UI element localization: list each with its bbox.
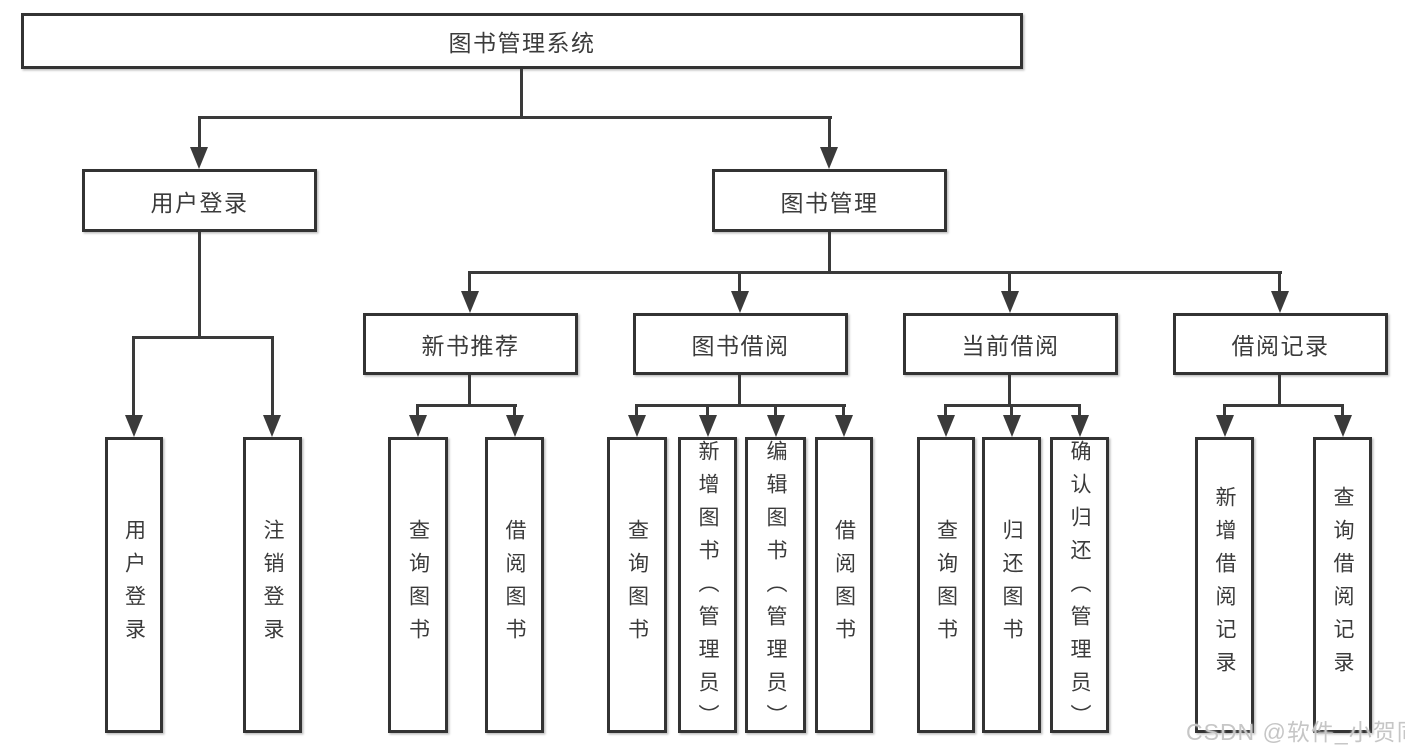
leaf-borrow-query-books: 查询图书 xyxy=(607,437,667,733)
arrowhead xyxy=(1216,415,1234,437)
connector-line xyxy=(1341,404,1344,418)
arrowhead xyxy=(409,415,427,437)
arrowhead xyxy=(628,415,646,437)
leaf-record-query-record: 查询借阅记录 xyxy=(1313,437,1372,733)
leaf-borrow-edit-books-admin: 编辑图书（管理员） xyxy=(745,437,806,737)
leaf-newbook-query-books-label: 查询图书 xyxy=(406,519,430,651)
leaf-current-query-books: 查询图书 xyxy=(917,437,975,733)
leaf-record-add-record-label: 新增借阅记录 xyxy=(1213,486,1236,684)
leaf-newbook-query-books: 查询图书 xyxy=(388,437,448,733)
node-current-borrow: 当前借阅 xyxy=(903,313,1118,375)
connector-line xyxy=(198,232,201,338)
leaf-borrow-add-books-admin-label: 新增图书（管理员） xyxy=(696,440,719,737)
connector-line xyxy=(842,404,845,418)
arrowhead xyxy=(190,147,208,169)
node-new-book-recommend-label: 新书推荐 xyxy=(421,333,520,359)
leaf-user-login-label: 用户登录 xyxy=(122,519,146,651)
arrowhead xyxy=(937,415,955,437)
arrowhead xyxy=(1334,415,1352,437)
node-book-borrow: 图书借阅 xyxy=(633,313,848,375)
connector-line xyxy=(1278,271,1281,293)
arrowhead xyxy=(125,415,143,437)
node-book-management: 图书管理 xyxy=(712,169,947,232)
leaf-borrow-query-books-label: 查询图书 xyxy=(625,519,649,651)
arrowhead xyxy=(820,147,838,169)
connector-line xyxy=(468,375,471,407)
node-root: 图书管理系统 xyxy=(21,13,1023,69)
node-current-borrow-label: 当前借阅 xyxy=(961,333,1060,359)
connector-line xyxy=(1010,404,1013,418)
arrowhead xyxy=(1271,291,1289,313)
connector-line xyxy=(198,116,201,150)
connector-line xyxy=(828,232,831,274)
connector-line xyxy=(635,404,638,418)
connector-line xyxy=(1078,404,1081,418)
arrowhead xyxy=(731,291,749,313)
connector-line xyxy=(513,404,516,418)
leaf-current-confirm-return-admin-label: 确认归还（管理员） xyxy=(1068,440,1091,737)
connector-line xyxy=(1008,271,1011,293)
arrowhead xyxy=(461,291,479,313)
leaf-logout-label: 注销登录 xyxy=(261,519,284,651)
arrowhead xyxy=(699,415,717,437)
leaf-newbook-borrow-books-label: 借阅图书 xyxy=(503,519,526,651)
connector-line xyxy=(468,271,471,293)
connector-line xyxy=(738,271,741,293)
connector-line xyxy=(132,336,135,417)
arrowhead xyxy=(506,415,524,437)
csdn-watermark: CSDN @软件_小贺同学 xyxy=(1186,719,1405,745)
connector-line xyxy=(416,404,517,407)
node-user-login-label: 用户登录 xyxy=(150,189,249,216)
connector-line xyxy=(1278,375,1281,407)
connector-line xyxy=(132,336,274,339)
connector-line xyxy=(198,116,832,119)
node-book-borrow-label: 图书借阅 xyxy=(691,333,790,359)
leaf-record-add-record: 新增借阅记录 xyxy=(1195,437,1254,733)
leaf-current-query-books-label: 查询图书 xyxy=(934,519,958,651)
arrowhead xyxy=(1001,291,1019,313)
node-new-book-recommend: 新书推荐 xyxy=(363,313,578,375)
arrowhead xyxy=(1003,415,1021,437)
leaf-borrow-borrow-books: 借阅图书 xyxy=(815,437,873,733)
leaf-current-confirm-return-admin: 确认归还（管理员） xyxy=(1050,437,1109,737)
connector-line xyxy=(828,116,831,150)
leaf-borrow-add-books-admin: 新增图书（管理员） xyxy=(678,437,737,737)
leaf-user-login: 用户登录 xyxy=(105,437,163,733)
node-root-label: 图书管理系统 xyxy=(448,30,596,56)
connector-line xyxy=(635,404,846,407)
arrowhead xyxy=(1071,415,1089,437)
node-user-login: 用户登录 xyxy=(82,169,317,232)
arrowhead xyxy=(835,415,853,437)
connector-line xyxy=(468,271,1282,274)
connector-line xyxy=(271,336,274,417)
leaf-newbook-borrow-books: 借阅图书 xyxy=(485,437,544,733)
node-borrow-records-label: 借阅记录 xyxy=(1231,333,1330,359)
connector-line xyxy=(706,404,709,418)
leaf-borrow-borrow-books-label: 借阅图书 xyxy=(832,519,856,651)
node-borrow-records: 借阅记录 xyxy=(1173,313,1388,375)
connector-line xyxy=(1223,404,1226,418)
connector-line xyxy=(944,404,947,418)
leaf-record-query-record-label: 查询借阅记录 xyxy=(1331,486,1354,684)
connector-line xyxy=(1008,375,1011,407)
connector-line xyxy=(416,404,419,418)
connector-line xyxy=(520,69,523,118)
node-book-management-label: 图书管理 xyxy=(780,189,879,216)
arrowhead xyxy=(767,415,785,437)
leaf-logout: 注销登录 xyxy=(243,437,302,733)
connector-line xyxy=(774,404,777,418)
connector-line xyxy=(738,375,741,407)
leaf-current-return-books: 归还图书 xyxy=(982,437,1041,733)
leaf-current-return-books-label: 归还图书 xyxy=(1000,519,1023,651)
arrowhead xyxy=(263,415,281,437)
leaf-borrow-edit-books-admin-label: 编辑图书（管理员） xyxy=(764,440,787,737)
connector-line xyxy=(1223,404,1344,407)
